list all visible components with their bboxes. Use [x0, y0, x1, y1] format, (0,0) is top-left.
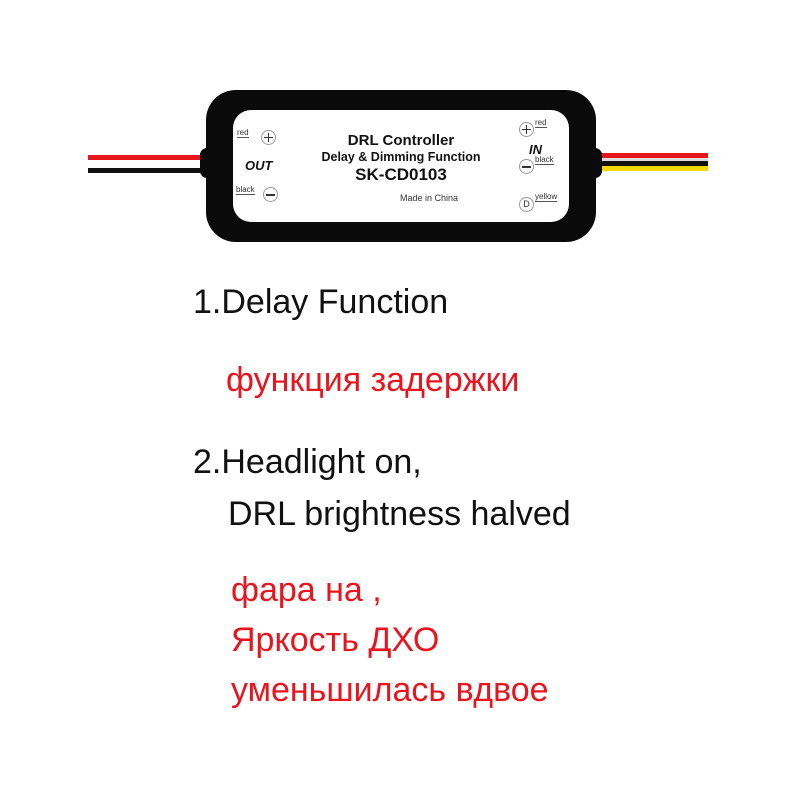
device-subtitle: Delay & Dimming Function	[321, 150, 481, 164]
out-red-wire	[88, 155, 214, 160]
feature-2-russian-line-2: Яркость ДХО	[231, 621, 440, 659]
left-wire-grommet	[200, 148, 214, 178]
in-yellow-label: yellow	[535, 192, 558, 202]
right-wire-grommet	[588, 148, 602, 178]
in-white-gap	[590, 158, 708, 161]
feature-2-russian-line-1: фара на ,	[231, 571, 382, 609]
feature-2-english-line-2: DRL brightness halved	[228, 495, 571, 533]
out-black-label: black	[236, 185, 255, 195]
plus-icon	[519, 122, 534, 137]
feature-2-english-line-1: 2.Headlight on,	[193, 443, 422, 481]
out-label: OUT	[245, 158, 273, 173]
in-red-label: red	[535, 118, 547, 128]
device-model: SK-CD0103	[355, 165, 447, 184]
out-black-wire	[88, 168, 214, 173]
minus-icon	[263, 187, 278, 202]
in-yellow-wire	[590, 166, 708, 171]
in-red-wire	[590, 153, 708, 158]
in-black-wire	[590, 161, 708, 166]
drl-controller-device: DRL Controller Delay & Dimming Function …	[200, 90, 602, 242]
feature-1-russian: функция задержки	[226, 361, 520, 399]
minus-icon	[519, 159, 534, 174]
in-label: IN	[529, 142, 542, 157]
in-black-label: black	[535, 155, 554, 165]
d-signal-icon: D	[519, 197, 534, 212]
device-title: DRL Controller	[347, 132, 455, 149]
origin-label: Made in China	[400, 193, 459, 203]
plus-icon	[261, 130, 276, 145]
device-label: DRL Controller Delay & Dimming Function …	[233, 110, 569, 222]
feature-2-russian-line-3: уменьшилась вдвое	[231, 671, 549, 709]
feature-1-english: 1.Delay Function	[193, 283, 449, 321]
out-red-label: red	[237, 128, 249, 138]
